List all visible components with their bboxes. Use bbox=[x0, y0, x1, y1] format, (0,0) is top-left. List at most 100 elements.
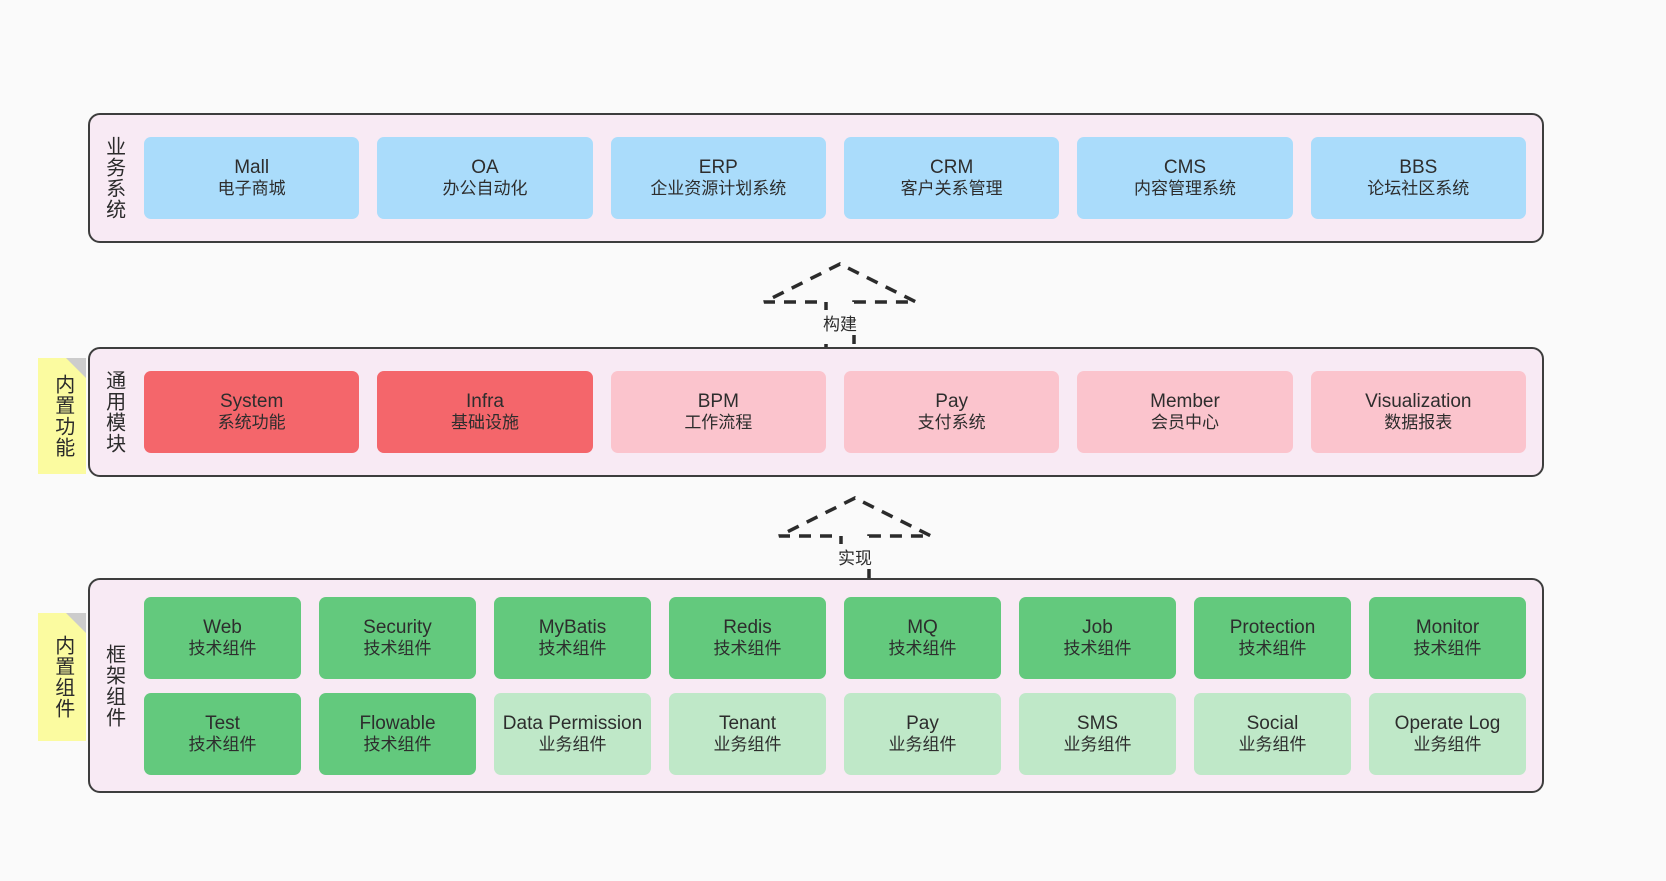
connector-build-arrow bbox=[763, 262, 917, 358]
card-title: MQ bbox=[907, 616, 938, 638]
card-subtitle: 技术组件 bbox=[188, 734, 257, 754]
card-title: Operate Log bbox=[1394, 712, 1501, 734]
card-title: Job bbox=[1082, 616, 1113, 638]
card-title: Mall bbox=[234, 157, 270, 179]
card-subtitle: 业务组件 bbox=[713, 734, 782, 754]
card-subtitle: 内容管理系统 bbox=[1133, 179, 1236, 199]
card-subtitle: 支付系统 bbox=[917, 413, 986, 433]
card-title: Monitor bbox=[1415, 616, 1480, 638]
card-title: CMS bbox=[1163, 157, 1207, 179]
card-title: Infra bbox=[465, 391, 504, 413]
card-subtitle: 工作流程 bbox=[684, 413, 753, 433]
card-subtitle: 客户关系管理 bbox=[900, 179, 1003, 199]
card-title: OA bbox=[471, 157, 499, 179]
sticky-note-builtin-features-text: 内置功能 bbox=[51, 374, 74, 458]
card-title: Redis bbox=[723, 616, 772, 638]
card-subtitle: 会员中心 bbox=[1150, 413, 1219, 433]
card-subtitle: 电子商城 bbox=[217, 179, 286, 199]
sticky-note-builtin-features: 内置功能 bbox=[38, 358, 86, 474]
card-subtitle: 技术组件 bbox=[538, 638, 607, 658]
connector-build: 构建 bbox=[750, 258, 930, 363]
card-title: Pay bbox=[906, 712, 939, 734]
card-title: Pay bbox=[935, 391, 969, 413]
connector-build-label: 构建 bbox=[750, 310, 930, 335]
card-subtitle: 业务组件 bbox=[538, 734, 607, 754]
card-subtitle: 企业资源计划系统 bbox=[650, 179, 787, 199]
card-title: CRM bbox=[930, 157, 974, 179]
card-title: Flowable bbox=[359, 712, 436, 734]
card-title: Security bbox=[363, 616, 432, 638]
card-subtitle: 技术组件 bbox=[363, 734, 432, 754]
card-subtitle: 技术组件 bbox=[1063, 638, 1132, 658]
card-title: BPM bbox=[697, 391, 739, 413]
card-title: System bbox=[219, 391, 284, 413]
card-title: Protection bbox=[1229, 616, 1316, 638]
card-subtitle: 办公自动化 bbox=[442, 179, 528, 199]
card-title: ERP bbox=[698, 157, 738, 179]
card-title: MyBatis bbox=[538, 616, 607, 638]
card-title: SMS bbox=[1076, 712, 1119, 734]
card-title: Member bbox=[1150, 391, 1220, 413]
connector-implement: 实现 bbox=[765, 492, 945, 597]
card-title: BBS bbox=[1399, 157, 1438, 179]
card-subtitle: 业务组件 bbox=[1413, 734, 1482, 754]
card-subtitle: 基础设施 bbox=[450, 413, 519, 433]
card-subtitle: 系统功能 bbox=[217, 413, 286, 433]
layer-business-system-label: 业务系统 bbox=[102, 136, 125, 220]
card-subtitle: 业务组件 bbox=[1063, 734, 1132, 754]
sticky-note-builtin-components-text: 内置组件 bbox=[51, 635, 74, 719]
layer-framework-components-label: 框架组件 bbox=[102, 643, 125, 728]
card-subtitle: 技术组件 bbox=[188, 638, 257, 658]
card-title: Data Permission bbox=[502, 712, 643, 734]
card-subtitle: 数据报表 bbox=[1384, 413, 1453, 433]
card-title: Visualization bbox=[1365, 391, 1472, 413]
card-subtitle: 技术组件 bbox=[1238, 638, 1307, 658]
card-subtitle: 业务组件 bbox=[1238, 734, 1307, 754]
card-subtitle: 技术组件 bbox=[363, 638, 432, 658]
connector-implement-label: 实现 bbox=[765, 544, 945, 569]
card-title: Test bbox=[205, 712, 240, 734]
card-subtitle: 技术组件 bbox=[888, 638, 957, 658]
layer-common-modules-label: 通用模块 bbox=[102, 370, 125, 454]
card-title: Social bbox=[1246, 712, 1299, 734]
card-subtitle: 技术组件 bbox=[1413, 638, 1482, 658]
card-subtitle: 技术组件 bbox=[713, 638, 782, 658]
